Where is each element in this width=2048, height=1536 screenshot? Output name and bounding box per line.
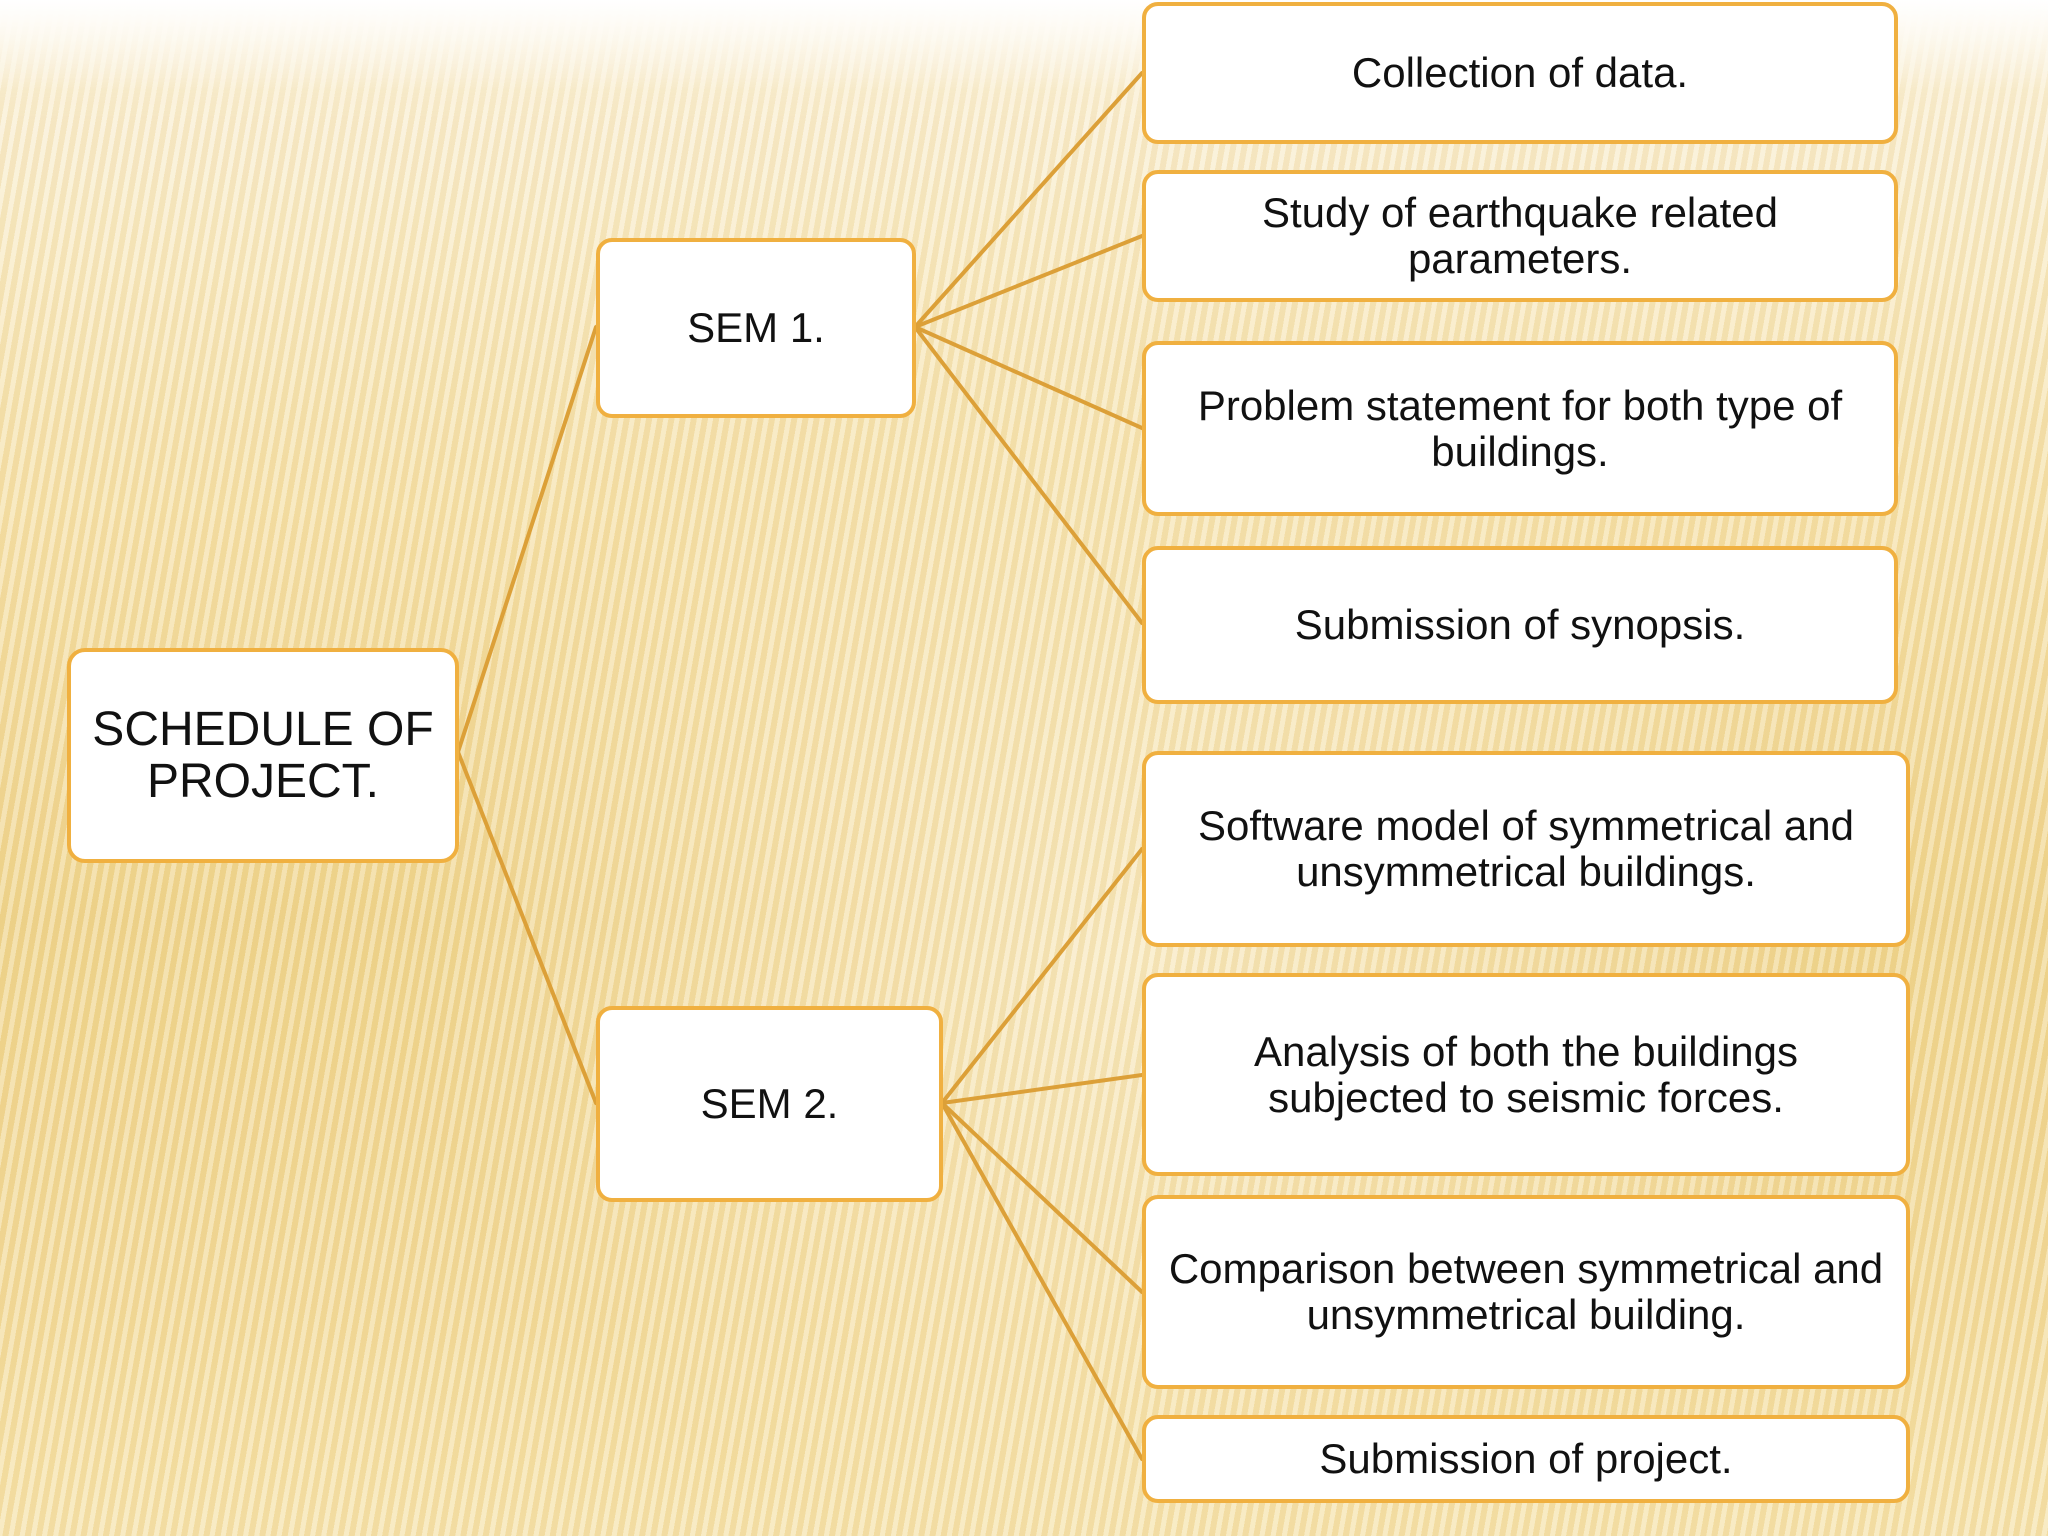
sem2-task-comparison: Comparison between symmetrical and unsym… (1142, 1195, 1910, 1389)
root-node-label: SCHEDULE OF PROJECT. (92, 702, 434, 808)
root-node: SCHEDULE OF PROJECT. (67, 648, 459, 863)
sem2-task-submission-of-project: Submission of project. (1142, 1415, 1910, 1503)
sem2-task-label: Submission of project. (1319, 1435, 1733, 1482)
connector-root-sem1 (456, 325, 598, 754)
sem2-task-label: Comparison between symmetrical and unsym… (1168, 1245, 1884, 1338)
sem1-task-label: Problem statement for both type of build… (1197, 381, 1843, 475)
connector-sem2-task2 (940, 1073, 1144, 1105)
sem1-task-label: Study of earthquake related parameters. (1261, 189, 1779, 282)
connector-sem1-task1 (913, 71, 1144, 329)
sem1-task-study-of-parameters: Study of earthquake related parameters. (1142, 170, 1898, 302)
sem1-task-collection-of-data: Collection of data. (1142, 2, 1898, 144)
sem1-node-label: SEM 1. (687, 304, 825, 351)
sem2-task-label: Analysis of both the buildings subjected… (1253, 1027, 1798, 1121)
sem1-task-label: Collection of data. (1351, 49, 1689, 96)
sem2-task-label: Software model of symmetrical and unsymm… (1198, 802, 1854, 895)
sem1-task-problem-statement: Problem statement for both type of build… (1142, 341, 1898, 516)
sem1-node: SEM 1. (596, 238, 916, 418)
connector-sem1-task3 (913, 325, 1144, 430)
sem2-task-software-model: Software model of symmetrical and unsymm… (1142, 751, 1910, 947)
sem2-node-label: SEM 2. (700, 1080, 839, 1127)
connector-sem2-task1 (940, 847, 1144, 1105)
sem2-node: SEM 2. (596, 1006, 943, 1202)
connector-sem2-task3 (940, 1101, 1144, 1294)
connector-sem1-task4 (913, 325, 1144, 625)
connector-sem1-task2 (913, 234, 1144, 329)
connector-sem2-task4 (940, 1101, 1144, 1461)
sem1-task-submission-of-synopsis: Submission of synopsis. (1142, 546, 1898, 704)
sem2-task-analysis: Analysis of both the buildings subjected… (1142, 973, 1910, 1176)
connector-root-sem2 (456, 750, 598, 1105)
sem1-task-label: Submission of synopsis. (1294, 601, 1746, 648)
